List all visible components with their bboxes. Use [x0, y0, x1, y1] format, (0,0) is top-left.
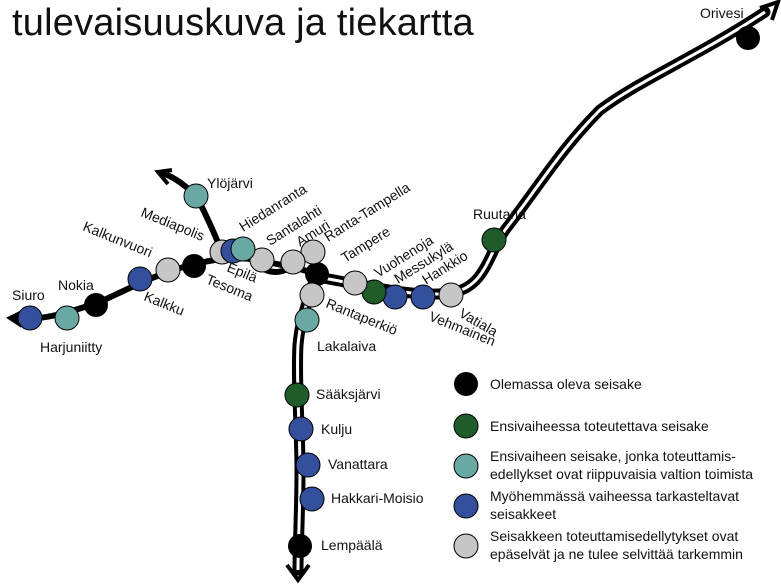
label-kalkunvuori: Kalkunvuori [81, 218, 155, 260]
label-lakalaiva: Lakalaiva [317, 338, 376, 354]
legend-existing-marker [454, 372, 478, 396]
legend-conditional-label-1: Ensivaiheen seisake, jonka toteuttamis- [490, 448, 736, 464]
legend-later-label-2: seisakkeet [490, 506, 556, 522]
legend-unclear-label-1: Seisakkeen toteuttamisedellytykset ovat [490, 528, 738, 544]
station-messukyla[interactable] [382, 284, 408, 310]
station-kalkunvuori[interactable] [155, 257, 181, 283]
station-labels: Orivesi Ruutana Vatiala Vehmainen Hankki… [12, 5, 744, 553]
lempaala-arrow-icon [285, 563, 311, 584]
orivesi-arrow-icon [759, 0, 781, 21]
label-harjuniitty: Harjuniitty [40, 339, 102, 355]
label-siuro: Siuro [12, 287, 45, 303]
label-vanattara: Vanattara [328, 456, 388, 472]
siuro-arrow-icon [6, 310, 24, 328]
station-harjuniitty[interactable] [54, 305, 80, 331]
legend-conditional-marker [453, 453, 479, 479]
legend-first-phase-marker [453, 413, 479, 439]
label-ylojarvi: Ylöjärvi [207, 175, 253, 191]
label-orivesi: Orivesi [700, 5, 744, 21]
station-hakkari-moisio[interactable] [299, 486, 325, 512]
legend-unclear-label-2: epäselvät ja ne tulee selvittää tarkemmi… [490, 546, 743, 562]
legend-first-phase-label: Ensivaiheessa toteutettava seisake [490, 418, 709, 434]
label-mediapolis: Mediapolis [139, 204, 207, 244]
station-hiedanranta-conditional[interactable] [230, 236, 256, 262]
station-hankkio[interactable] [410, 284, 436, 310]
legend-existing-label: Olemassa oleva seisake [490, 376, 642, 392]
station-tesoma[interactable] [182, 254, 206, 278]
label-kalkku: Kalkku [142, 288, 187, 319]
label-ruutana: Ruutana [473, 206, 526, 222]
label-saaksjarvi: Sääksjärvi [316, 386, 381, 402]
station-lempaala[interactable] [288, 534, 312, 558]
label-nokia: Nokia [58, 277, 94, 293]
station-ranta-tampella[interactable] [342, 270, 368, 296]
station-epila[interactable] [249, 247, 275, 273]
station-ruutana[interactable] [481, 227, 507, 253]
legend-later-label-1: Myöhemmässä vaiheessa tarkasteltavat [490, 488, 739, 504]
legend: Olemassa oleva seisake Ensivaiheessa tot… [453, 372, 753, 562]
station-rantaperkio[interactable] [299, 282, 325, 308]
legend-conditional-label-2: edellykset ovat riippuvaisia valtion toi… [490, 466, 753, 482]
station-nokia[interactable] [84, 293, 108, 317]
stations [17, 26, 760, 558]
station-kulju[interactable] [288, 416, 314, 442]
legend-later-marker [453, 493, 479, 519]
station-tampere[interactable] [305, 262, 329, 286]
station-ylojarvi[interactable] [183, 183, 209, 209]
station-amuri[interactable] [300, 239, 326, 265]
label-lempaala: Lempäälä [321, 537, 383, 553]
station-kalkku[interactable] [127, 266, 153, 292]
page-title: tulevaisuuskuva ja tiekartta [12, 2, 474, 44]
legend-unclear-marker [453, 533, 479, 559]
station-vanattara[interactable] [295, 452, 321, 478]
station-vatiala[interactable] [438, 282, 464, 308]
label-kulju: Kulju [321, 421, 352, 437]
station-santalahti[interactable] [280, 249, 306, 275]
station-siuro[interactable] [17, 305, 43, 331]
ylojarvi-arrow-icon [154, 168, 173, 186]
east-track [306, 0, 781, 300]
station-saaksjarvi[interactable] [284, 382, 310, 408]
station-lakalaiva[interactable] [294, 307, 320, 333]
station-orivesi[interactable] [736, 26, 760, 50]
label-hakkari-moisio: Hakkari-Moisio [331, 490, 424, 506]
